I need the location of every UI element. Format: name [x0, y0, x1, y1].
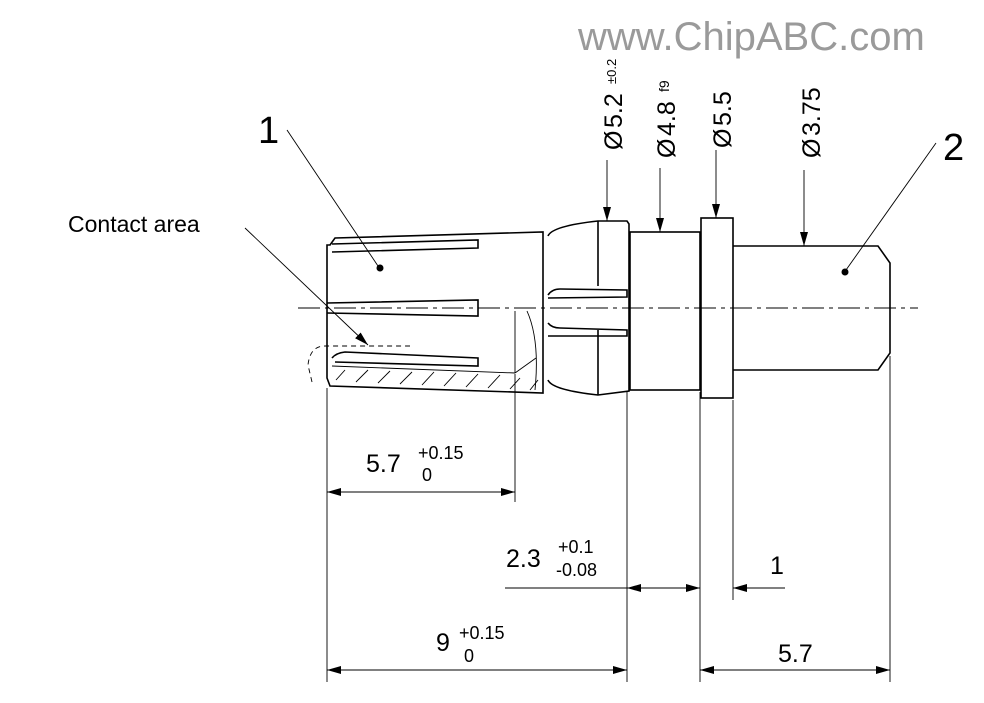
dim-sleeve-length: 2.3 +0.1 -0.08 — [506, 537, 597, 580]
dim-d52: Ø 5.2 ±0.2 — [600, 59, 628, 150]
dim-d48: Ø 4.8 f9 — [653, 80, 681, 158]
svg-text:Ø: Ø — [600, 131, 628, 150]
part-1-label: 1 — [258, 110, 279, 152]
dim-d375: Ø 3.75 — [798, 87, 826, 158]
extension-lines — [326, 356, 891, 682]
part-2-label: 2 — [943, 127, 964, 169]
svg-text:Ø: Ø — [709, 129, 737, 148]
svg-text:5.2: 5.2 — [600, 93, 628, 128]
svg-text:4.8: 4.8 — [653, 101, 681, 136]
svg-text:f9: f9 — [656, 80, 672, 92]
sleeve-4-8 — [629, 231, 701, 391]
part-2-leader — [845, 142, 937, 271]
dim-pin-length: 5.7 — [778, 640, 813, 668]
svg-text:9: 9 — [436, 629, 450, 657]
collet-part-1 — [307, 231, 544, 394]
part-2-dot — [841, 268, 849, 276]
pin-part-2 — [733, 245, 891, 371]
dim-contact-length: 5.7 +0.15 0 — [366, 443, 464, 485]
contact-area-leader — [244, 227, 369, 346]
contact-area-label: Contact area — [68, 211, 200, 237]
dim-flange-width: 1 — [770, 552, 784, 580]
svg-text:+0.15: +0.15 — [459, 623, 505, 643]
svg-text:Ø: Ø — [798, 139, 826, 158]
part-1-leader — [286, 129, 379, 267]
svg-text:0: 0 — [464, 646, 474, 666]
svg-text:0: 0 — [422, 465, 432, 485]
cone-section — [547, 220, 630, 396]
svg-text:+0.1: +0.1 — [558, 537, 594, 557]
dim-d55: Ø 5.5 — [709, 91, 737, 148]
flange-5-5 — [700, 217, 734, 399]
svg-text:±0.2: ±0.2 — [604, 59, 619, 84]
svg-text:5.7: 5.7 — [366, 450, 401, 478]
svg-text:5.5: 5.5 — [709, 91, 737, 126]
svg-text:Ø: Ø — [653, 139, 681, 158]
svg-text:+0.15: +0.15 — [418, 443, 464, 463]
svg-text:3.75: 3.75 — [798, 87, 826, 136]
part-1-dot — [376, 264, 384, 272]
dim-overall-front: 9 +0.15 0 — [436, 623, 505, 666]
svg-text:-0.08: -0.08 — [556, 560, 597, 580]
svg-text:2.3: 2.3 — [506, 545, 541, 573]
watermark: www.ChipABC.com — [577, 15, 925, 59]
